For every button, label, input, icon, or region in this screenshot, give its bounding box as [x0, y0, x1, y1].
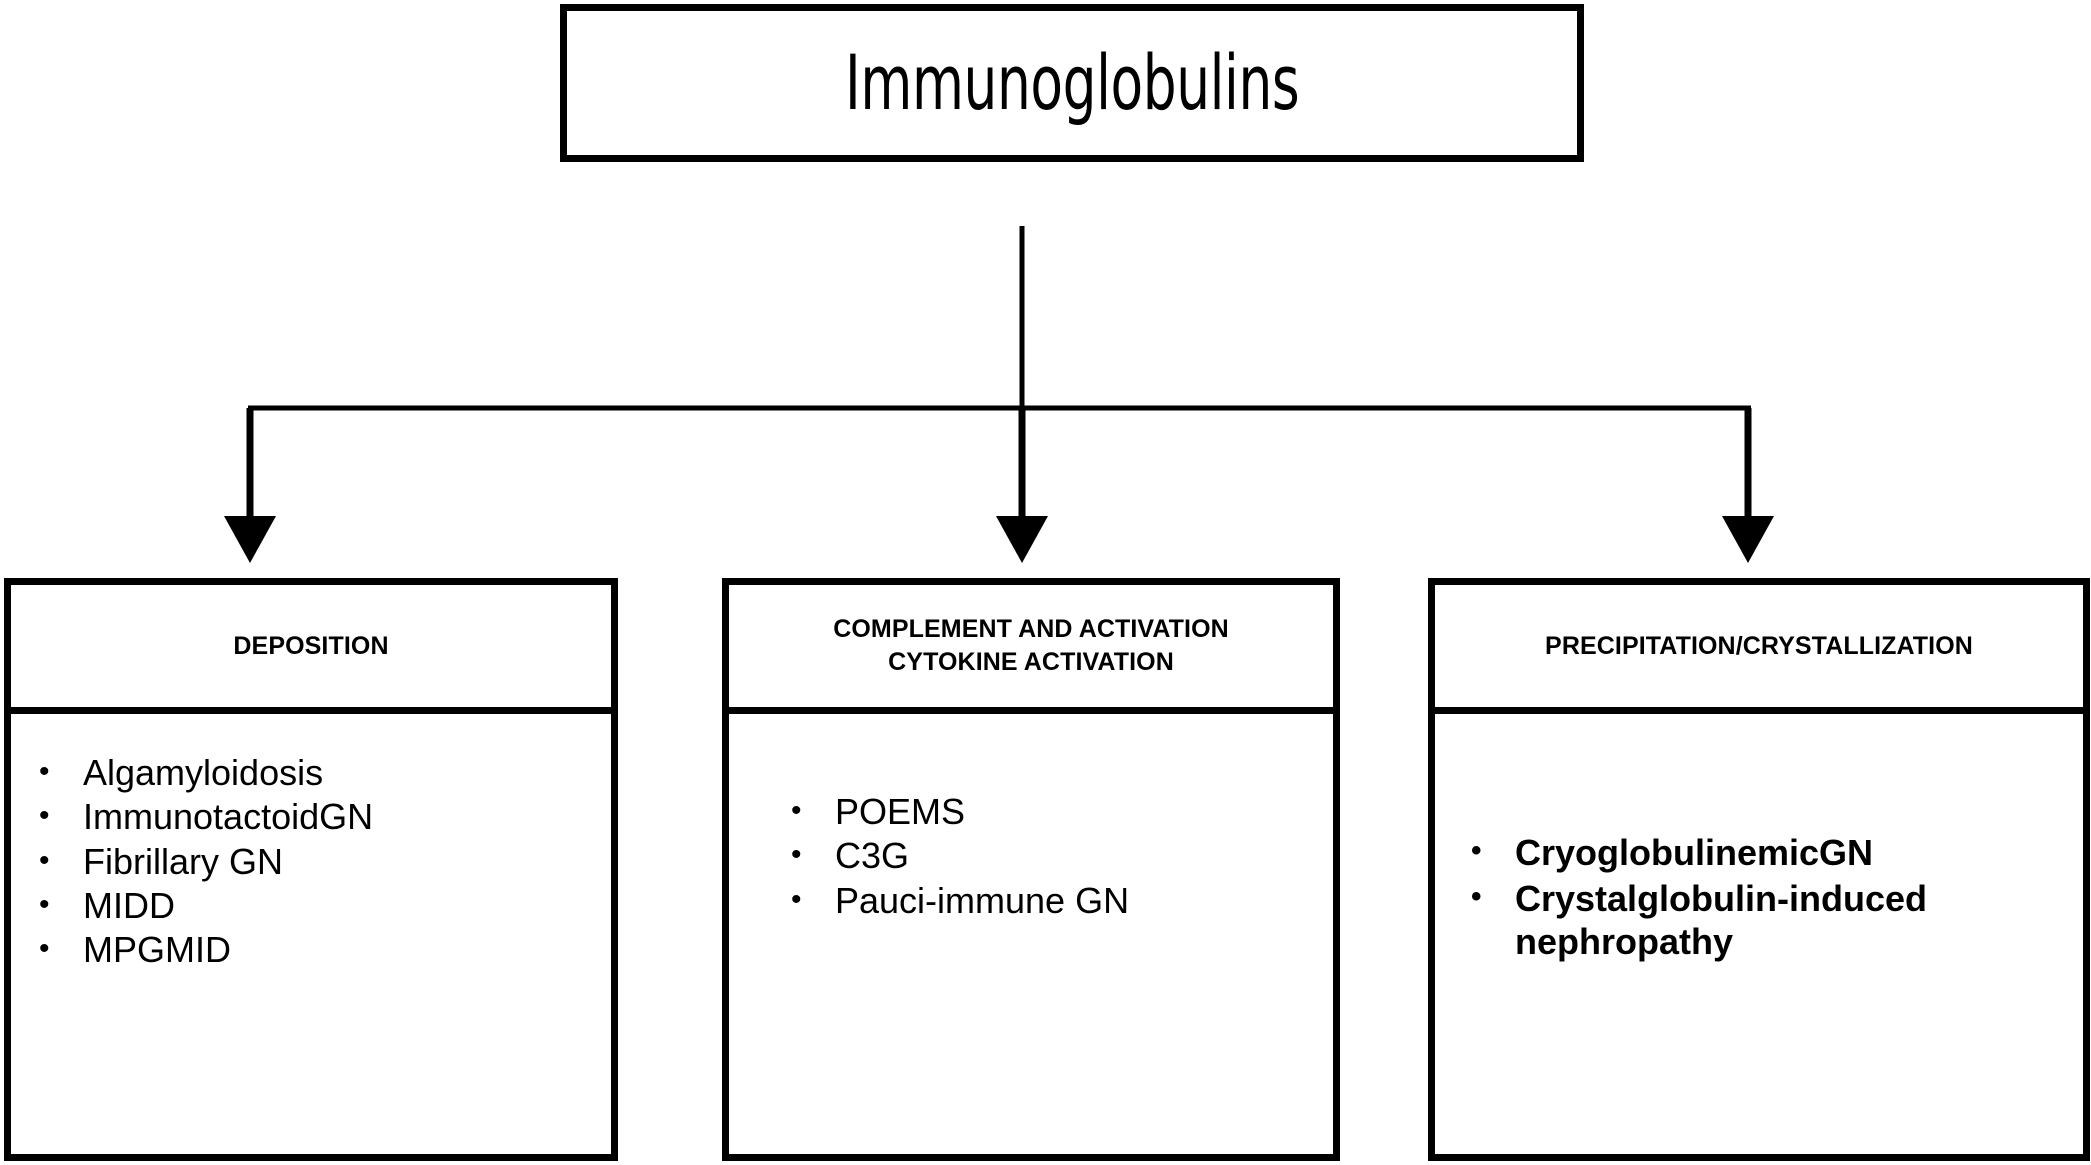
complement-list: POEMS C3G Pauci-immune GN: [773, 791, 1323, 921]
list-item: POEMS: [773, 791, 1323, 832]
arrowhead-left: [224, 516, 276, 563]
branch-deposition-body: Algamyloidosis ImmunotactoidGN Fibrillar…: [4, 714, 618, 1161]
list-item: Fibrillary GN: [21, 841, 601, 882]
list-item: C3G: [773, 835, 1323, 876]
branch-complement-header-line1: COMPLEMENT AND ACTIVATION: [833, 615, 1229, 643]
list-item: Algamyloidosis: [21, 752, 601, 793]
branch-precipitation-body: CryoglobulinemicGN Crystalglobulin-induc…: [1428, 714, 2090, 1161]
branch-precipitation-header: PRECIPITATION/CRYSTALLIZATION: [1428, 578, 2090, 714]
branch-deposition-header-label: DEPOSITION: [233, 631, 389, 660]
root-node-label: Immunoglobulins: [844, 38, 1300, 127]
arrowhead-right: [1722, 516, 1774, 563]
list-item: Crystalglobulin-induced nephropathy: [1453, 877, 2073, 963]
list-item: Pauci-immune GN: [773, 880, 1323, 921]
branch-complement-header-label: COMPLEMENT AND ACTIVATION CYTOKINE ACTIV…: [833, 613, 1229, 679]
list-item: MPGMID: [21, 929, 601, 970]
branch-complement-header-line2: CYTOKINE ACTIVATION: [888, 648, 1174, 676]
precipitation-list: CryoglobulinemicGN Crystalglobulin-induc…: [1453, 831, 2073, 963]
arrowhead-center: [996, 516, 1048, 563]
branch-complement-body: POEMS C3G Pauci-immune GN: [722, 714, 1340, 1161]
branch-precipitation: PRECIPITATION/CRYSTALLIZATION Cryoglobul…: [1428, 578, 2090, 1161]
branch-deposition-header: DEPOSITION: [4, 578, 618, 714]
list-item: CryoglobulinemicGN: [1453, 831, 2073, 874]
list-item: ImmunotactoidGN: [21, 796, 601, 837]
branch-precipitation-header-label: PRECIPITATION/CRYSTALLIZATION: [1545, 631, 1973, 660]
branch-complement-header: COMPLEMENT AND ACTIVATION CYTOKINE ACTIV…: [722, 578, 1340, 714]
deposition-list: Algamyloidosis ImmunotactoidGN Fibrillar…: [21, 752, 601, 971]
branch-deposition: DEPOSITION Algamyloidosis ImmunotactoidG…: [4, 578, 618, 1161]
branch-complement: COMPLEMENT AND ACTIVATION CYTOKINE ACTIV…: [722, 578, 1340, 1161]
list-item: MIDD: [21, 885, 601, 926]
root-node-immunoglobulins: Immunoglobulins: [560, 4, 1584, 162]
